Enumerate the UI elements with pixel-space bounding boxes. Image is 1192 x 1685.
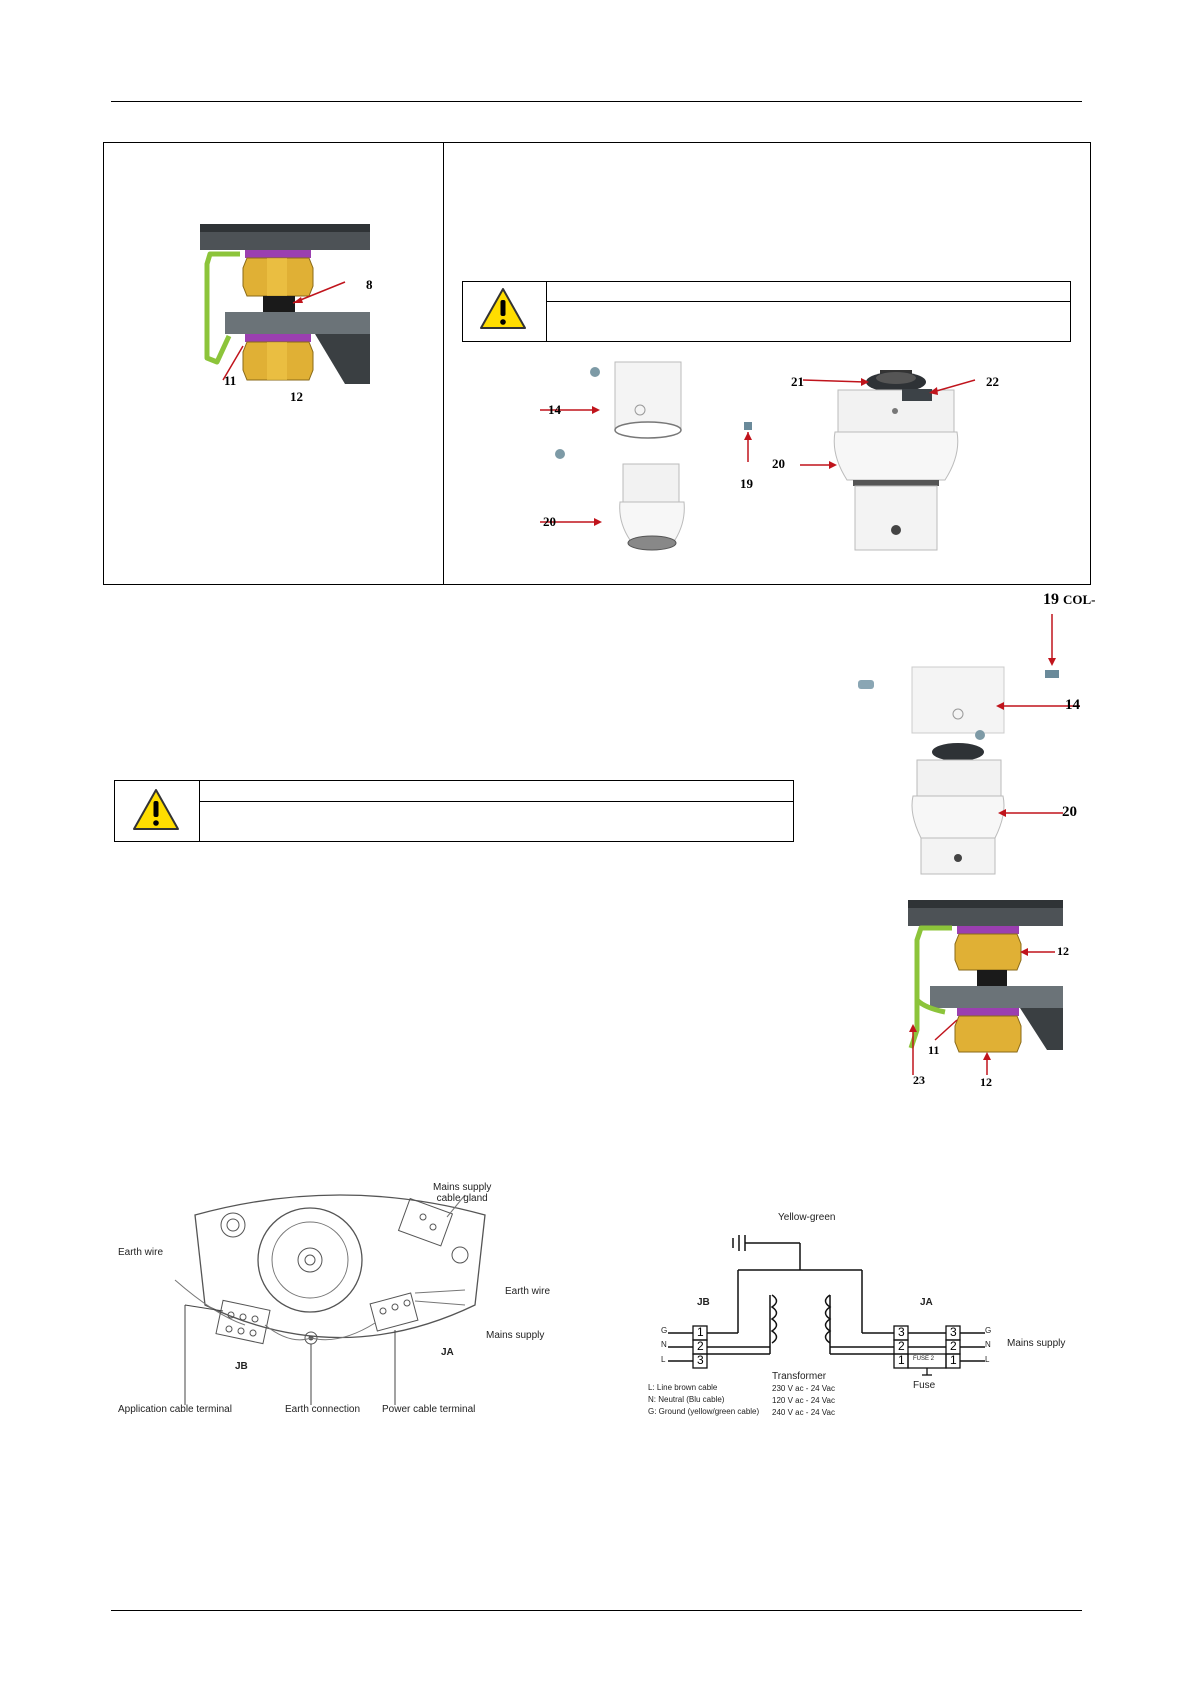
warning-icon-cell	[463, 282, 547, 341]
schem-n-right: N	[985, 1340, 991, 1349]
fig1-label-11: 11	[224, 373, 237, 388]
schem-fuse: Fuse	[913, 1380, 936, 1391]
warning-header-row	[547, 301, 1070, 302]
wiring-jb: JB	[235, 1361, 248, 1372]
schem-t2: 120 V ac - 24 Vac	[772, 1396, 835, 1405]
warning-header-row-2	[200, 801, 793, 802]
top-table-divider	[443, 142, 444, 585]
header-rule	[111, 101, 1082, 102]
schem-ja: JA	[920, 1297, 933, 1308]
warning-icon	[480, 288, 526, 329]
footer-rule	[111, 1610, 1082, 1611]
schem-jb: JB	[697, 1297, 710, 1308]
wiring-earth-wire-left: Earth wire	[118, 1247, 164, 1258]
schem-ja-pin-2: 2	[898, 1339, 905, 1353]
warning-box-middle	[114, 780, 794, 842]
fig4-label-11: 11	[928, 1043, 940, 1057]
wiring-ja: JA	[441, 1347, 454, 1358]
schem-g-right: G	[985, 1326, 992, 1335]
nut-assembly-figure-2	[908, 900, 1063, 1075]
wiring-earth-connection: Earth connection	[285, 1404, 361, 1415]
schem-ja-pin-1: 1	[898, 1353, 905, 1367]
warning-box-top	[462, 281, 1071, 342]
schem-ja-pin-3: 3	[898, 1325, 905, 1339]
schem-legend-g: G: Ground (yellow/green cable)	[648, 1407, 760, 1416]
schem-l-right: L	[985, 1355, 990, 1364]
fig2-label-21: 21	[791, 374, 804, 389]
fig3-label-19: 19	[1043, 591, 1059, 608]
schem-t3: 240 V ac - 24 Vac	[772, 1408, 835, 1417]
fig3-label-19-col: 19 COL-	[1043, 591, 1096, 609]
schem-yellow-green: Yellow-green	[778, 1212, 836, 1223]
schem-legend-l: L: Line brown cable	[648, 1383, 718, 1392]
schem-n-left: N	[661, 1340, 667, 1349]
fig1-label-12: 12	[290, 389, 303, 404]
schem-fuse-label: FUSE 2	[913, 1356, 935, 1362]
fig3-label-col: COL-	[1063, 592, 1096, 607]
column-assembled-figure	[800, 370, 976, 551]
wiring-mains-gland: Mains supply cable gland	[433, 1182, 492, 1204]
fig4-label-23: 23	[913, 1073, 925, 1087]
fig2-label-19: 19	[740, 476, 753, 491]
fig2-label-20: 20	[543, 514, 556, 529]
schem-jb-pin-1: 1	[697, 1325, 704, 1339]
schem-mains-supply: Mains supply	[1007, 1338, 1066, 1349]
fig3-label-14: 14	[1065, 697, 1080, 713]
transformer-schematic	[668, 1235, 985, 1376]
schem-g-left: G	[661, 1326, 668, 1335]
schem-t1: 230 V ac - 24 Vac	[772, 1384, 835, 1393]
wiring-mains-supply: Mains supply	[486, 1330, 545, 1341]
schem-transformer: Transformer	[772, 1371, 827, 1382]
schem-ja-pin-2b: 2	[950, 1339, 957, 1353]
fig4-label-12-bottom: 12	[980, 1075, 992, 1089]
fig4-label-12-top: 12	[1057, 944, 1069, 958]
wiring-earth-wire-right: Earth wire	[505, 1286, 551, 1297]
fig3-label-20: 20	[1062, 804, 1077, 820]
schem-l-left: L	[661, 1355, 666, 1364]
warning-icon-cell-2	[115, 781, 200, 841]
fig2-label-20b: 20	[772, 456, 785, 471]
schem-ja-pin-1b: 1	[950, 1353, 957, 1367]
fig1-label-8: 8	[366, 277, 373, 292]
wiring-layout-diagram	[174, 1194, 486, 1405]
top-table	[103, 142, 1091, 585]
schem-jb-pin-3: 3	[697, 1353, 704, 1367]
wiring-app-terminal: Application cable terminal	[118, 1404, 232, 1415]
schem-ja-pin-3b: 3	[950, 1325, 957, 1339]
nut-assembly-figure	[200, 224, 370, 384]
column-exploded-figure	[540, 361, 752, 551]
wiring-power-terminal: Power cable terminal	[382, 1404, 476, 1415]
schem-legend-n: N: Neutral (Blu cable)	[648, 1395, 725, 1404]
warning-icon-2	[133, 789, 179, 830]
schem-jb-pin-2: 2	[697, 1339, 704, 1353]
fig2-label-14: 14	[548, 402, 561, 417]
fig2-label-22: 22	[986, 374, 999, 389]
column-detail-figure	[858, 614, 1080, 875]
